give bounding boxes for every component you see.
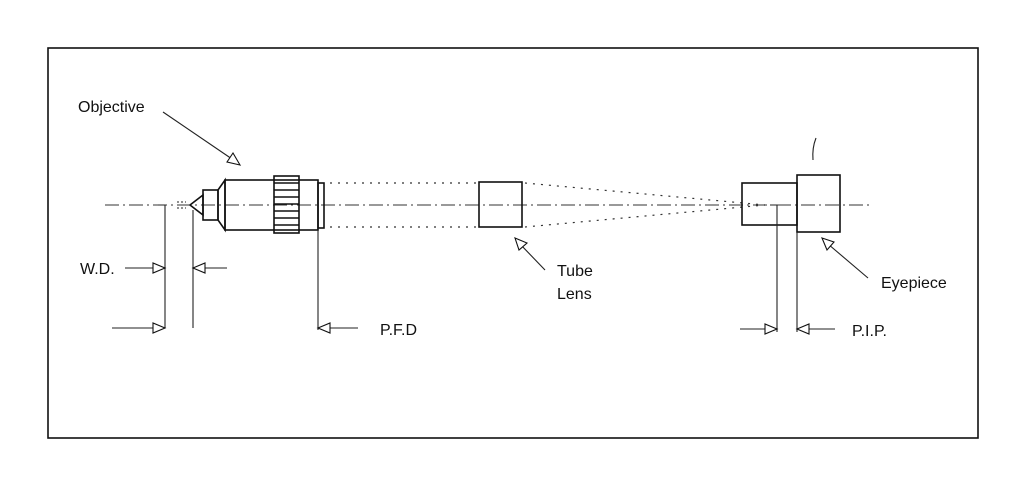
tube-lens-label-line1: Tube <box>557 263 593 280</box>
primary-image-plane-dimension <box>740 204 835 335</box>
converging-ray-lower <box>524 204 766 228</box>
pip-label: P.I.P. <box>852 323 887 340</box>
eyepiece-pointer <box>827 243 869 279</box>
stray-mark <box>812 137 817 161</box>
wd-label: W.D. <box>80 261 115 278</box>
parfocal-distance-dimension <box>316 230 358 334</box>
objective-pointer <box>162 111 233 160</box>
eyepiece-label: Eyepiece <box>881 275 947 292</box>
diagram-frame <box>47 47 979 439</box>
pfd-label: P.F.D <box>380 322 417 339</box>
arrowhead-icon <box>821 237 835 252</box>
objective-label: Objective <box>78 99 145 116</box>
tube-lens-pointer <box>519 243 546 271</box>
working-distance-dimension <box>112 204 227 334</box>
eyepiece <box>741 174 841 233</box>
arrowhead-icon <box>226 151 242 166</box>
tube-lens-label-line2: Lens <box>557 286 592 303</box>
tube-lens <box>478 181 523 228</box>
objective-lens <box>177 175 325 234</box>
arrowhead-icon <box>514 237 529 251</box>
converging-ray-upper <box>524 182 766 206</box>
